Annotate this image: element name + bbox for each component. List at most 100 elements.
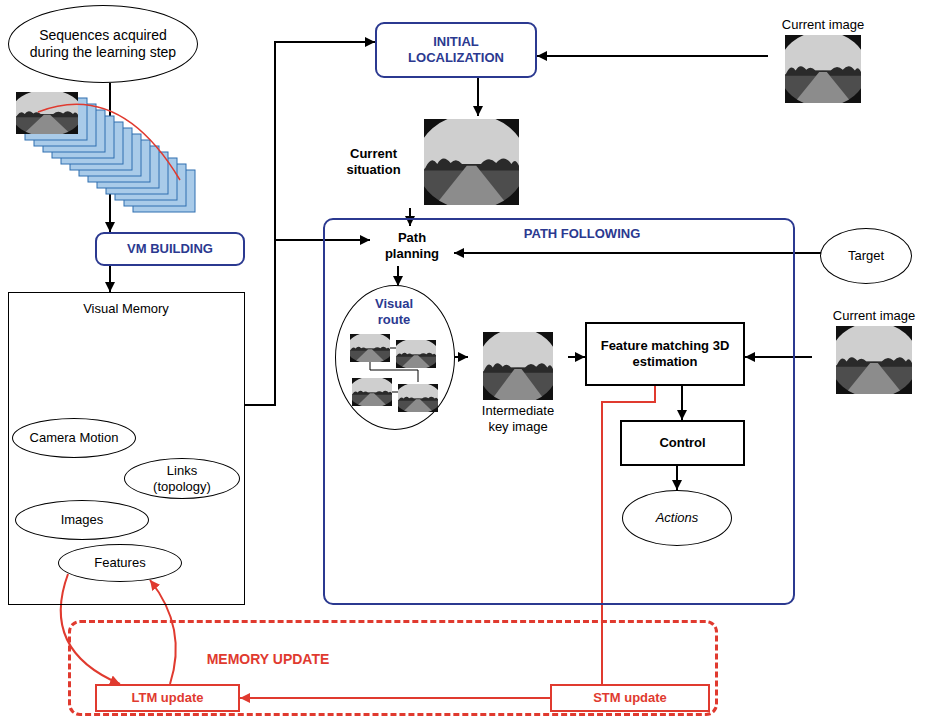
- flow-arrow: [109, 266, 111, 292]
- fisheye-image: [347, 332, 393, 363]
- image-detail: [836, 326, 912, 394]
- update-connector: [150, 580, 176, 684]
- node-text: STM update: [593, 690, 667, 706]
- text-node: Path planning: [370, 226, 454, 266]
- ellipse-node: Links (topology): [124, 458, 240, 499]
- update-box: LTM update: [95, 684, 240, 712]
- ellipse-node: Visual route: [335, 285, 455, 430]
- heading-text: Visual Memory: [9, 301, 243, 317]
- image-thumbnail: [785, 35, 861, 103]
- image-detail: [401, 355, 431, 368]
- image-node: Intermediate key image: [468, 328, 568, 438]
- image-node: Current image: [768, 12, 878, 108]
- route-link: [390, 348, 396, 349]
- fisheye-image: [393, 338, 439, 369]
- image-detail: [424, 119, 519, 205]
- node-text: Features: [94, 555, 145, 571]
- node-text: Target: [848, 248, 884, 264]
- node-text: Path planning: [370, 230, 454, 261]
- node-text: Camera Motion: [30, 430, 119, 446]
- heading-text: MEMORY UPDATE: [188, 651, 348, 668]
- update-box: STM update: [550, 684, 710, 712]
- image-detail: [845, 363, 903, 394]
- image-detail: [393, 338, 439, 369]
- route-link: [392, 392, 398, 393]
- update-region: MEMORY UPDATE LTM update STM update: [68, 620, 718, 716]
- ellipse-node: Images: [15, 500, 149, 540]
- node-text: VM BUILDING: [127, 241, 213, 257]
- image-node: Current situation: [320, 116, 532, 208]
- node-text: Sequences acquired during the learning s…: [21, 27, 185, 61]
- image-detail: [483, 332, 553, 400]
- ellipse-node: Features: [58, 544, 182, 582]
- image-detail: [395, 382, 441, 413]
- image-detail: [347, 332, 393, 363]
- node-text: LTM update: [132, 690, 204, 706]
- ellipse-node: Camera Motion: [12, 418, 136, 458]
- image-detail: [403, 399, 433, 412]
- node-text: Intermediate key image: [474, 403, 562, 434]
- image-detail: [836, 326, 912, 394]
- trajectory-arc: [38, 104, 180, 180]
- node-text: Current image: [782, 17, 864, 33]
- node-text: Actions: [656, 510, 699, 526]
- image-detail: [785, 35, 861, 103]
- node-text: Feature matching 3D estimation: [595, 338, 735, 369]
- process-box: Control: [620, 420, 745, 466]
- image-detail: [349, 376, 395, 407]
- heading-text: Visual route: [358, 296, 430, 327]
- node-text: Images: [61, 512, 104, 528]
- image-detail: [435, 166, 507, 205]
- heading-text: PATH FOLLOWING: [482, 226, 682, 242]
- image-detail: [11, 90, 83, 137]
- process-box: Feature matching 3D estimation: [585, 322, 745, 386]
- fisheye-image: [424, 119, 519, 205]
- image-thumbnail: [483, 332, 553, 400]
- image-detail: [424, 119, 519, 205]
- flow-arrow: [676, 466, 678, 490]
- flow-arrow: [455, 356, 468, 358]
- image-detail: [352, 378, 392, 406]
- flow-arrow: [681, 386, 683, 420]
- image-detail: [357, 393, 387, 406]
- image-detail: [350, 334, 390, 362]
- process-box: INITIAL LOCALIZATION: [375, 22, 537, 78]
- fisheye-image: [11, 90, 83, 137]
- update-connector: [240, 697, 550, 699]
- flow-arrow: [477, 78, 479, 116]
- flow-arrow: [568, 356, 585, 358]
- image-detail: [355, 349, 385, 362]
- process-box: VM BUILDING: [95, 232, 245, 266]
- ellipse-node: Actions: [622, 490, 732, 546]
- node-text: Control: [659, 435, 705, 451]
- image-detail: [785, 35, 861, 103]
- image-detail: [16, 92, 78, 134]
- module-region: PATH FOLLOWING Path planningVisual routeI…: [323, 218, 795, 605]
- fisheye-image: [395, 382, 441, 413]
- image-detail: [23, 115, 70, 134]
- node-text: Current image: [833, 308, 915, 324]
- memory-box: Visual MemoryCamera MotionLinks (topolog…: [8, 292, 245, 605]
- fisheye-image: [836, 326, 912, 394]
- flow-arrow: [409, 208, 411, 226]
- image-thumbnail: [424, 119, 519, 205]
- flow-arrow: [454, 252, 821, 254]
- ellipse-node: Target: [820, 228, 912, 284]
- image-node: Current image: [812, 302, 936, 400]
- ellipse-node: Sequences acquired during the learning s…: [8, 5, 198, 83]
- node-text: Current situation: [334, 146, 414, 177]
- fisheye-image: [785, 35, 861, 103]
- fisheye-image: [349, 376, 395, 407]
- image-detail: [396, 340, 436, 368]
- fisheye-image: [483, 332, 553, 400]
- image-thumbnail: [836, 326, 912, 394]
- node-text: INITIAL LOCALIZATION: [385, 34, 527, 65]
- image-detail: [491, 369, 544, 400]
- image-detail: [398, 384, 438, 412]
- flow-arrow: [537, 55, 768, 57]
- image-detail: [794, 72, 852, 103]
- image-detail: [483, 332, 553, 400]
